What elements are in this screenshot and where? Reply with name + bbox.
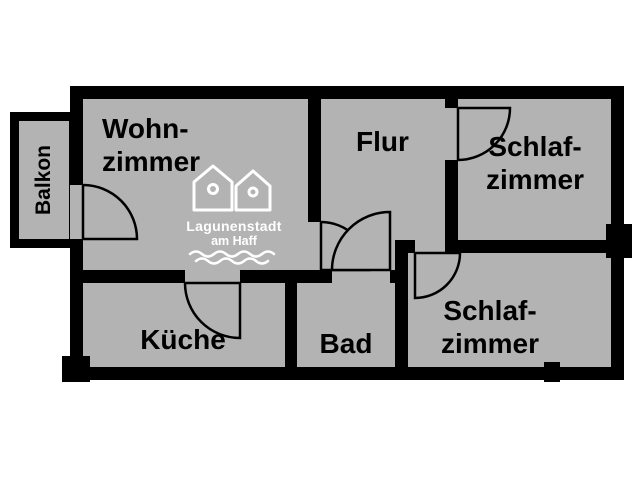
window-marker-bottom-wall [544,362,560,382]
room-label-schlafzimmer-bottom-line1: Schlaf- [443,295,537,326]
window-marker-right-wall [606,224,632,258]
wall-flur-schlafzimmer-top [445,160,458,253]
wall-schlafzimmer-bottom-top-left [395,240,415,253]
room-label-schlafzimmer-top-line1: Schlaf- [488,131,582,162]
room-label-schlafzimmer-bottom-line2: zimmer [440,328,540,359]
room-label-flur-text: Flur [356,126,409,157]
wall-wohnzimmer-kueche-right [240,270,332,283]
room-label-schlafzimmer-top-line2: zimmer [485,164,585,195]
room-label-bad-text: Bad [319,328,373,359]
room-label-balkon-text: Balkon [32,144,56,216]
room-label-schlafzimmer-top: Schlaf- zimmer [456,130,614,196]
room-label-wohnzimmer: Wohn- zimmer [102,112,272,178]
wall-bad-schlafzimmer [395,240,408,367]
room-label-wohnzimmer-line2: zimmer [102,146,201,177]
lagunenstadt-logo-houses-icon [192,164,272,212]
wall-schlafzimmer-bottom-top-right [458,240,624,253]
room-label-kueche-text: Küche [140,324,226,355]
room-label-balkon: Balkon [14,116,74,244]
watermark-line1: Lagunenstadt [186,218,282,234]
wall-corner-block [62,356,90,382]
room-label-flur: Flur [330,125,435,158]
watermark: Lagunenstadt am Haff [168,158,300,266]
wall-wohnzimmer-kueche-left [83,270,185,283]
balkon-room [10,112,78,248]
room-label-kueche: Küche [108,323,258,356]
room-label-wohnzimmer-line1: Wohn- [102,113,189,144]
balcony-door-opening [70,185,83,239]
watermark-line2: am Haff [211,234,257,248]
wall-kueche-bad [285,283,297,367]
wall-wohnzimmer-flur [308,99,321,222]
wall-flur-schlafzimmer-top-stub [445,99,458,108]
waves-icon [188,250,276,265]
room-label-schlafzimmer-bottom: Schlaf- zimmer [410,294,570,360]
apartment-outline [70,86,624,380]
room-label-bad: Bad [297,327,395,360]
